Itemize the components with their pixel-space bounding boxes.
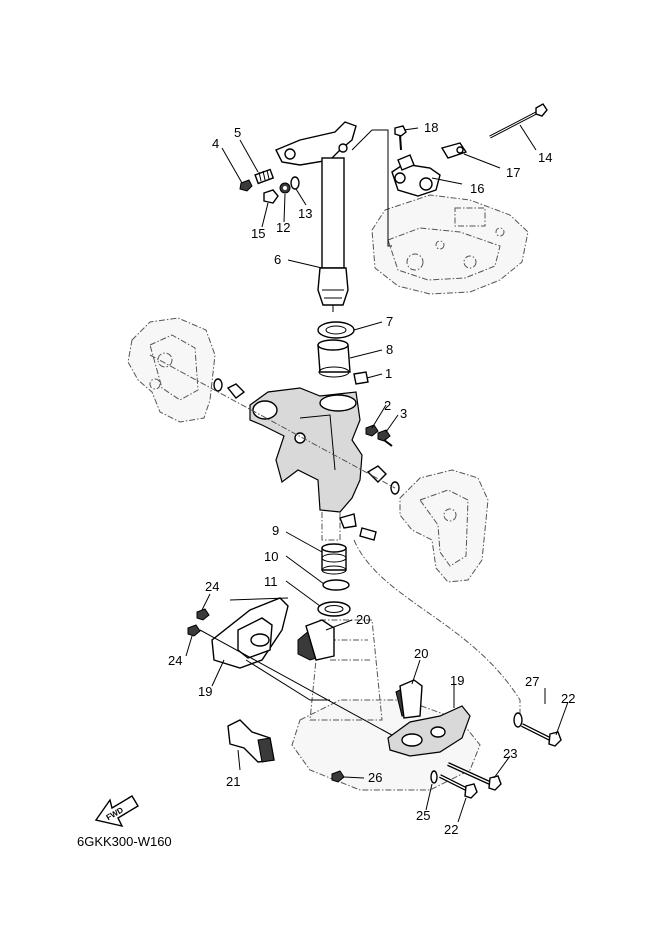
bracket-guide-line-2 — [351, 129, 373, 151]
callout-8: 8 — [386, 342, 393, 357]
long-bolt-14 — [489, 103, 548, 139]
callout-1: 1 — [385, 366, 392, 381]
lower-mount-bracket-right — [387, 705, 471, 757]
damper-20-right — [395, 679, 423, 719]
callout-7: 7 — [386, 314, 393, 329]
grease-bracket-assembly — [391, 154, 441, 197]
callout-12: 12 — [276, 220, 290, 235]
callout-26: 26 — [368, 770, 382, 785]
callout-9: 9 — [272, 523, 279, 538]
clip-1 — [353, 371, 369, 385]
bolt-24-upper — [196, 608, 210, 621]
pivot-bushing-right — [366, 465, 400, 495]
swivel-bracket — [249, 387, 363, 541]
bolt-22-lower — [439, 774, 478, 799]
washer-13 — [290, 176, 300, 190]
bolt-3 — [377, 429, 393, 447]
callout-17: 17 — [506, 165, 520, 180]
nut-4 — [239, 179, 253, 192]
bolt-22-upper — [521, 723, 562, 747]
bushing-7 — [317, 321, 355, 339]
clamp-bracket-right-outline — [399, 469, 489, 583]
bushing-9 — [321, 543, 347, 575]
bushing-8 — [317, 339, 351, 378]
callout-11: 11 — [264, 574, 278, 589]
washer-12 — [279, 182, 291, 194]
callout-21: 21 — [226, 774, 240, 789]
bolt-18 — [394, 125, 407, 151]
washer-27 — [513, 712, 523, 728]
hose-fitting — [339, 513, 377, 541]
o-ring-10 — [322, 579, 350, 591]
callout-14: 14 — [538, 150, 552, 165]
upper-mount-bracket-left — [211, 597, 289, 669]
callout-25: 25 — [416, 808, 430, 823]
mount-guide-line — [245, 659, 330, 701]
callout-20-center: 20 — [356, 612, 370, 627]
callout-20-right: 20 — [414, 646, 428, 661]
callout-24-lower: 24 — [168, 653, 182, 668]
callout-23: 23 — [503, 746, 517, 761]
fwd-arrow-icon: FWD — [94, 795, 139, 828]
nut-15 — [263, 189, 279, 204]
callout-19-right: 19 — [450, 673, 464, 688]
callout-24-upper: 24 — [205, 579, 219, 594]
callout-18: 18 — [424, 120, 438, 135]
plate-17 — [440, 142, 468, 159]
callout-15: 15 — [251, 226, 265, 241]
callout-19-left: 19 — [198, 684, 212, 699]
clamp-bracket-left-outline — [127, 317, 216, 423]
callout-4: 4 — [212, 136, 219, 151]
callout-labels: 1 2 3 4 5 6 7 8 9 10 11 12 13 14 15 16 1… — [168, 120, 575, 837]
grease-nipple-2 — [365, 424, 379, 437]
diagram-code: 6GKK300-W160 — [77, 834, 172, 849]
bolt-23 — [447, 762, 502, 791]
callout-22-lower: 22 — [444, 822, 458, 837]
leader-lines — [185, 124, 569, 823]
stud-bolt-5 — [254, 168, 275, 185]
damper-21 — [227, 719, 275, 763]
steering-shaft — [275, 121, 357, 312]
callout-27: 27 — [525, 674, 539, 689]
callout-16: 16 — [470, 181, 484, 196]
hose-line-outline — [353, 539, 521, 720]
callout-2: 2 — [384, 398, 391, 413]
screw-26 — [331, 770, 345, 783]
pivot-axis-line — [149, 354, 396, 489]
damper-20-center — [297, 619, 335, 661]
callout-22-upper: 22 — [561, 691, 575, 706]
callout-6: 6 — [274, 252, 281, 267]
bolt-24-lower — [187, 624, 201, 637]
washer-25 — [430, 770, 438, 784]
callout-5: 5 — [234, 125, 241, 140]
callout-10: 10 — [264, 549, 278, 564]
washer-11 — [317, 601, 351, 617]
engine-base-plate-outline — [371, 194, 529, 295]
mount-axis-line — [199, 629, 411, 746]
pivot-bushing-left — [213, 378, 246, 399]
bracket-guide-line — [372, 129, 392, 247]
callout-3: 3 — [400, 406, 407, 421]
callout-13: 13 — [298, 206, 312, 221]
